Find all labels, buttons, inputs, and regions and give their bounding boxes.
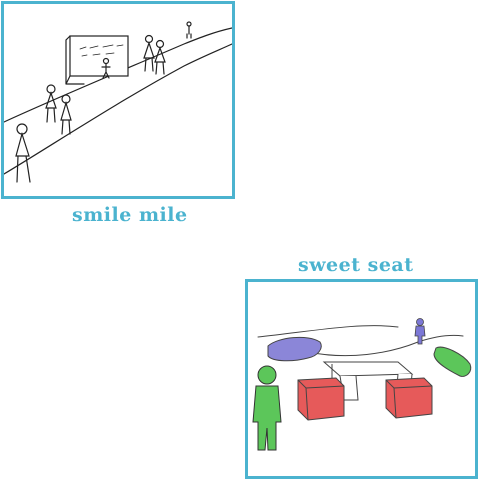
blue-figure <box>414 318 426 345</box>
sweet-seat-sketch <box>252 318 472 451</box>
green-figure <box>252 365 282 451</box>
sketch-panel-smile-mile <box>1 1 235 199</box>
red-cube-left <box>297 377 345 421</box>
smile-mile-sketch <box>4 21 232 183</box>
green-cushion <box>433 346 472 377</box>
red-cube-right <box>385 377 433 419</box>
sketch-panel-sweet-seat <box>245 279 478 479</box>
blue-cushion <box>267 336 322 362</box>
caption-smile-mile: smile mile <box>72 204 188 226</box>
caption-sweet-seat: sweet seat <box>298 254 414 276</box>
